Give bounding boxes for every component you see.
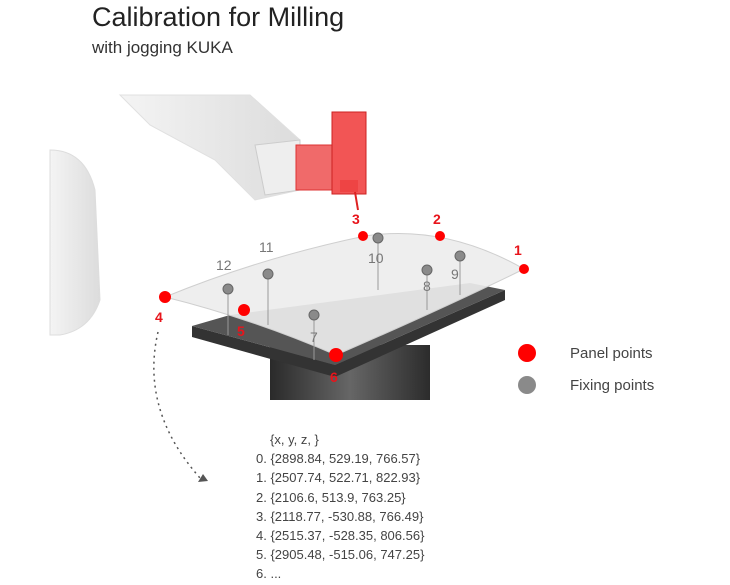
- robot: [49, 94, 367, 336]
- coordinate-list: {x, y, z, } 0. {2898.84, 529.19, 766.57}…: [256, 430, 424, 584]
- fixing-point-12: [222, 283, 234, 295]
- coordinate-row: 4. {2515.37, -528.35, 806.56}: [256, 528, 425, 544]
- fixing-point-8: [421, 264, 433, 276]
- gray-dot-icon: [518, 376, 536, 394]
- label-8: 8: [423, 278, 431, 294]
- label-2: 2: [433, 211, 441, 227]
- label-3: 3: [352, 211, 360, 227]
- label-9: 9: [451, 266, 459, 282]
- coordinate-row: 3. {2118.77, -530.88, 766.49}: [256, 508, 424, 524]
- fixing-point-11: [262, 268, 274, 280]
- label-7: 7: [310, 329, 318, 345]
- coordinate-header: {x, y, z, }: [270, 432, 319, 447]
- label-1: 1: [514, 242, 522, 258]
- label-4: 4: [155, 309, 163, 325]
- coordinate-row: 2. {2106.6, 513.9, 763.25}: [256, 489, 406, 505]
- label-6: 6: [330, 369, 338, 385]
- panel-point-4: [159, 291, 171, 303]
- fixing-point-7: [308, 309, 320, 321]
- fixing-point-10: [372, 232, 384, 244]
- coordinate-row: 1. {2507.74, 522.71, 822.93}: [256, 470, 421, 486]
- legend-panel-points: Panel points: [518, 344, 653, 362]
- panel-point-5: [238, 304, 250, 316]
- label-11: 11: [259, 239, 274, 255]
- red-dot-icon: [518, 344, 536, 362]
- fixing-point-9: [454, 250, 466, 262]
- page-title: Calibration for Milling: [92, 2, 345, 32]
- panel-point-2: [435, 231, 445, 241]
- legend-label: Panel points: [570, 344, 653, 362]
- arrow-head-icon: [198, 474, 208, 482]
- legend-label: Fixing points: [570, 376, 655, 394]
- label-10: 10: [368, 250, 384, 266]
- panel-point-1: [519, 264, 529, 274]
- fixing-point-markers: [222, 232, 466, 321]
- coordinate-row: 6. ...: [256, 566, 282, 582]
- coordinate-row: 5. {2905.48, -515.06, 747.25}: [256, 547, 425, 563]
- panel-point-6: [329, 348, 343, 362]
- coordinate-row: 0. {2898.84, 529.19, 766.57}: [256, 451, 421, 467]
- panel-point-markers: [159, 231, 529, 362]
- page-subtitle: with jogging KUKA: [92, 38, 233, 57]
- label-5: 5: [237, 323, 245, 339]
- dotted-arrow: [153, 331, 201, 479]
- label-12: 12: [216, 257, 232, 273]
- fixing-pins: [227, 239, 461, 360]
- panel-point-3: [358, 231, 368, 241]
- legend-fixing-points: Fixing points: [518, 376, 654, 394]
